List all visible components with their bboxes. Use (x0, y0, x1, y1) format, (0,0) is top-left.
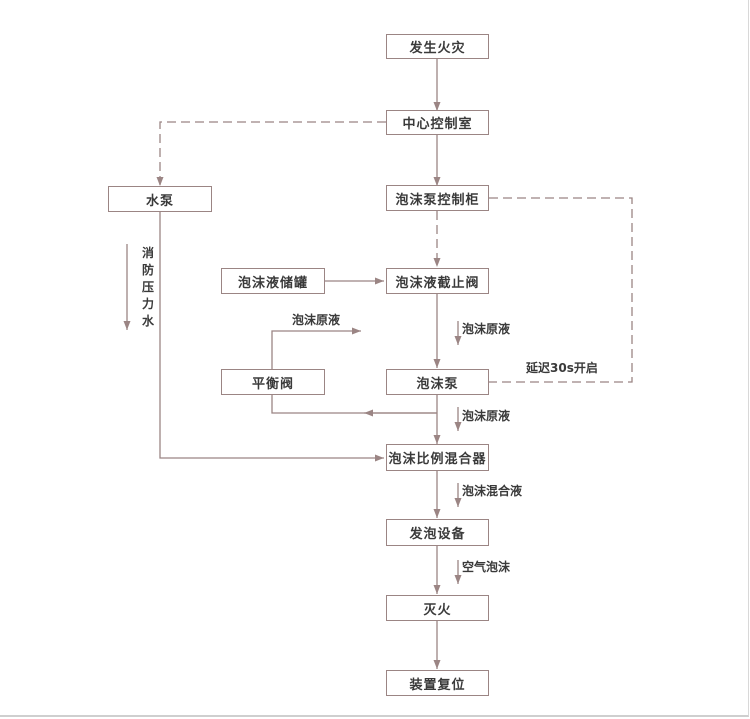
label-foam-concentrate-1: 泡沫原液 (462, 322, 511, 336)
edge-to-balance (271, 395, 437, 414)
label-foam-concentrate-return: 泡沫原液 (292, 313, 341, 327)
edge-cabinet-to-foampump-delay (489, 197, 633, 383)
node-reset: 装置复位 (386, 670, 489, 696)
node-fire: 发生火灾 (386, 34, 489, 59)
label-foam-concentrate-2: 泡沫原液 (462, 409, 511, 423)
node-foam-pump-cabinet: 泡沫泵控制柜 (386, 185, 489, 211)
node-balance-valve: 平衡阀 (221, 369, 325, 395)
label-fire-pressure-water: 消防压力水 (141, 246, 154, 328)
node-foam-pump: 泡沫泵 (386, 369, 489, 395)
label-delay-start: 延迟30s开启 (526, 361, 598, 375)
node-extinguish: 灭火 (386, 595, 489, 621)
edge-balance-return (271, 327, 361, 369)
node-foam-valve: 泡沫液截止阀 (386, 268, 489, 294)
edge-waterpump-to-proportioner (159, 212, 384, 462)
label-air-foam: 空气泡沫 (462, 560, 511, 574)
node-water-pump: 水泵 (108, 186, 212, 212)
node-proportioner: 泡沫比例混合器 (386, 444, 489, 471)
edge-control-to-waterpump (156, 121, 386, 186)
node-foam-device: 发泡设备 (386, 519, 489, 546)
node-control-room: 中心控制室 (386, 110, 489, 135)
label-foam-mixture: 泡沫混合液 (462, 484, 523, 498)
node-foam-tank: 泡沫液储罐 (221, 268, 325, 294)
